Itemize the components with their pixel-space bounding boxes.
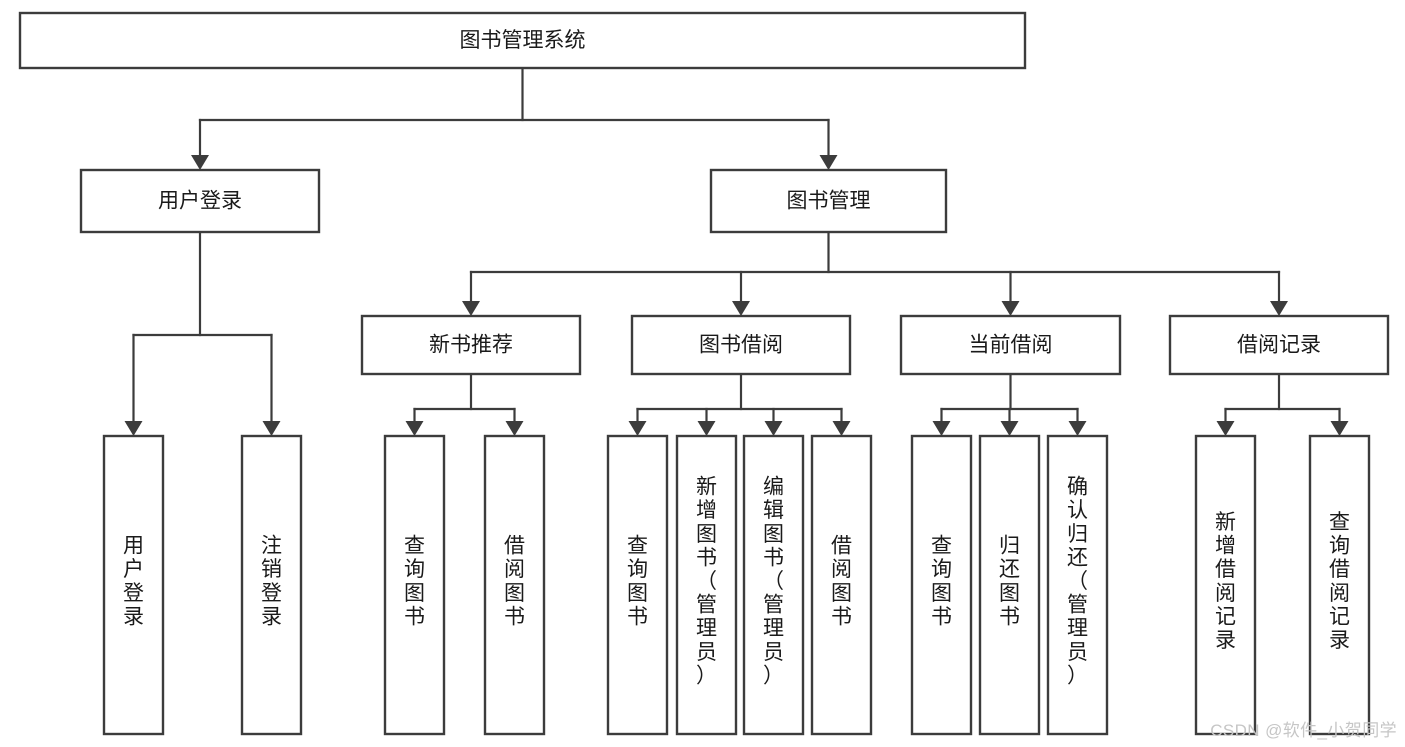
node-label: 图书借阅	[699, 334, 783, 357]
arrow-head	[819, 155, 838, 170]
node-label: 确认归还（管理员）	[1067, 476, 1088, 688]
arrow-head	[462, 301, 480, 316]
node-label: 新书推荐	[429, 334, 513, 357]
node-label: 借阅图书	[831, 535, 852, 629]
node-box	[1046, 434, 1109, 736]
node-label: 新增借阅记录	[1215, 511, 1236, 652]
node-box	[606, 434, 669, 736]
node-l3-图书借阅[interactable]: 图书借阅	[630, 314, 852, 376]
node-box	[79, 168, 321, 234]
node-label: 查询图书	[627, 535, 648, 629]
node-box	[675, 434, 738, 736]
node-box	[240, 434, 303, 736]
node-label: 图书管理系统	[460, 29, 586, 52]
csdn-watermark: CSDN @软件_小贺同学	[1210, 721, 1397, 740]
node-leaf-借阅图书[interactable]: 借阅图书	[483, 434, 546, 736]
node-box	[742, 434, 805, 736]
node-leaf-编辑图书管理员[interactable]: 编辑图书（管理员）	[742, 434, 805, 736]
arrow-head	[405, 421, 424, 436]
node-box	[910, 434, 973, 736]
node-box	[1308, 434, 1371, 736]
arrow-head	[1216, 421, 1235, 436]
node-box	[899, 314, 1122, 376]
node-leaf-归还图书[interactable]: 归还图书	[978, 434, 1041, 736]
node-l3-当前借阅[interactable]: 当前借阅	[899, 314, 1122, 376]
arrow-head	[1001, 301, 1020, 316]
node-box	[102, 434, 165, 736]
node-box	[810, 434, 873, 736]
node-label: 借阅记录	[1237, 334, 1321, 357]
node-label: 用户登录	[123, 535, 144, 629]
node-box	[630, 314, 852, 376]
arrow-head	[124, 421, 143, 436]
arrow-head	[832, 421, 851, 436]
node-label: 用户登录	[158, 190, 242, 213]
node-leaf-查询图书[interactable]: 查询图书	[910, 434, 973, 736]
node-leaf-新增图书管理员[interactable]: 新增图书（管理员）	[675, 434, 738, 736]
connector-layer	[124, 66, 1349, 436]
node-box	[1194, 434, 1257, 736]
node-l2-用户登录[interactable]: 用户登录	[79, 168, 321, 234]
node-label: 归还图书	[999, 535, 1020, 629]
node-box	[483, 434, 546, 736]
arrow-head	[1330, 421, 1349, 436]
node-label: 借阅图书	[504, 535, 525, 629]
arrow-head	[1000, 421, 1019, 436]
node-leaf-新增借阅记录[interactable]: 新增借阅记录	[1194, 434, 1257, 736]
node-label: 查询借阅记录	[1329, 511, 1350, 652]
arrow-head	[505, 421, 524, 436]
arrow-head	[932, 421, 951, 436]
arrow-head	[732, 301, 750, 316]
node-label: 编辑图书（管理员）	[763, 476, 784, 688]
node-label: 查询图书	[931, 535, 952, 629]
node-root-图书管理系统[interactable]: 图书管理系统	[18, 11, 1027, 70]
node-leaf-用户登录[interactable]: 用户登录	[102, 434, 165, 736]
node-box	[709, 168, 948, 234]
node-box	[1168, 314, 1390, 376]
node-box	[978, 434, 1041, 736]
node-leaf-借阅图书[interactable]: 借阅图书	[810, 434, 873, 736]
arrow-head	[191, 155, 209, 170]
node-leaf-查询图书[interactable]: 查询图书	[606, 434, 669, 736]
node-l2-图书管理[interactable]: 图书管理	[709, 168, 948, 234]
node-leaf-查询图书[interactable]: 查询图书	[383, 434, 446, 736]
node-leaf-确认归还管理员[interactable]: 确认归还（管理员）	[1046, 434, 1109, 736]
node-box	[383, 434, 446, 736]
node-label: 新增图书（管理员）	[696, 476, 717, 688]
arrow-head	[1270, 301, 1288, 316]
node-label: 查询图书	[404, 535, 425, 629]
arrow-head	[1068, 421, 1087, 436]
arrow-head	[764, 421, 783, 436]
node-label: 注销登录	[261, 535, 282, 629]
arrow-head	[697, 421, 716, 436]
node-label: 当前借阅	[969, 334, 1053, 357]
node-box	[18, 11, 1027, 70]
node-label: 图书管理	[787, 190, 871, 213]
arrow-head	[628, 421, 647, 436]
arrow-head	[262, 421, 281, 436]
node-leaf-注销登录[interactable]: 注销登录	[240, 434, 303, 736]
node-l3-新书推荐[interactable]: 新书推荐	[360, 314, 582, 376]
node-layer: 图书管理系统用户登录图书管理新书推荐图书借阅当前借阅借阅记录用户登录注销登录查询…	[18, 11, 1390, 736]
node-l3-借阅记录[interactable]: 借阅记录	[1168, 314, 1390, 376]
node-leaf-查询借阅记录[interactable]: 查询借阅记录	[1308, 434, 1371, 736]
node-box	[360, 314, 582, 376]
